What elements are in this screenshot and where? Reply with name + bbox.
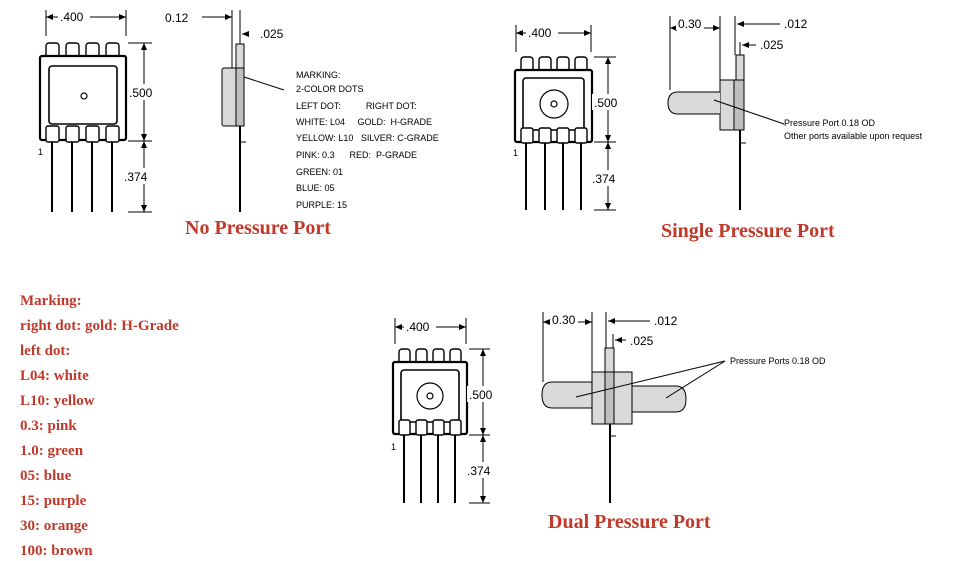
no-port-lead-dim: .374 (124, 170, 148, 184)
no-port-top-view: .400 1 .500 .374 (38, 9, 160, 213)
single-port-top-view: .400 1 .500 .374 (513, 25, 624, 211)
marking-line: LEFT DOT: RIGHT DOT: (296, 101, 417, 111)
dual-port-side-port-dim: 0.30 (552, 313, 576, 327)
single-port-pin1: 1 (513, 148, 518, 158)
legend-line: Marking: (20, 293, 82, 309)
single-port-side-view: 0.30 .012 .025 Pressure Port 0.18 OD Oth… (667, 16, 923, 210)
single-port-note-1: Pressure Port 0.18 OD (784, 118, 876, 128)
legend-line: 0.3: pink (20, 418, 77, 434)
no-port-width-dim: .400 (60, 10, 84, 24)
legend-line: L10: yellow (20, 393, 95, 409)
legend-line: 15: purple (20, 493, 87, 509)
single-port-body-dim: .500 (594, 96, 618, 110)
marking-line: BLUE: 05 (296, 183, 335, 193)
single-port-side-thk-dim: .025 (760, 38, 784, 52)
marking-line: YELLOW: L10 SILVER: C-GRADE (296, 133, 439, 143)
marking-line: WHITE: L04 GOLD: H-GRADE (296, 117, 432, 127)
legend-line: 1.0: green (20, 443, 84, 459)
single-port-side-port-dim: 0.30 (678, 17, 702, 31)
dual-port-top-view: .400 1 .500 .374 (391, 318, 499, 504)
no-port-body-dim: .500 (129, 86, 153, 100)
marking-line: PINK: 0.3 RED: P-GRADE (296, 150, 417, 160)
single-port-title: Single Pressure Port (661, 220, 835, 242)
no-port-pin1: 1 (38, 147, 43, 157)
dual-port-width-dim: .400 (406, 320, 430, 334)
legend-line: 100: brown (20, 543, 93, 559)
marking-legend: Marking: right dot: gold: H-Grade left d… (20, 293, 179, 559)
dual-port-side-view: 0.30 .012 .025 Pressure Ports 0.18 OD (541, 312, 826, 503)
no-port-side-view: 0.12 .025 (165, 10, 285, 212)
dual-port-title: Dual Pressure Port (548, 511, 711, 533)
dual-port-note: Pressure Ports 0.18 OD (730, 356, 826, 366)
no-port-side-thk-dim: .025 (260, 27, 284, 41)
legend-line: 05: blue (20, 468, 72, 484)
dual-port-body-dim: .500 (469, 388, 493, 402)
dual-port-pin1: 1 (391, 442, 396, 452)
single-port-lead-dim: .374 (592, 172, 616, 186)
marking-line: 2-COLOR DOTS (296, 84, 364, 94)
single-port-side-top-dim: .012 (784, 17, 808, 31)
legend-line: left dot: (20, 343, 70, 359)
marking-line: PURPLE: 15 (296, 200, 347, 210)
single-port-note-2: Other ports available upon request (784, 131, 923, 141)
marking-line: MARKING: (296, 70, 341, 80)
dual-port-side-top-dim: .012 (654, 314, 678, 328)
dual-port-side-thk-dim: .025 (630, 334, 654, 348)
legend-line: L04: white (20, 368, 89, 384)
marking-line: GREEN: 01 (296, 167, 343, 177)
single-port-width-dim: .400 (528, 26, 552, 40)
legend-line: right dot: gold: H-Grade (20, 318, 179, 334)
dual-port-lead-dim: .374 (467, 464, 491, 478)
no-port-marking-notes: MARKING: 2-COLOR DOTS LEFT DOT: RIGHT DO… (296, 70, 439, 210)
legend-line: 30: orange (20, 518, 88, 534)
no-port-title: No Pressure Port (185, 217, 331, 239)
no-port-side-top-dim: 0.12 (165, 11, 189, 25)
